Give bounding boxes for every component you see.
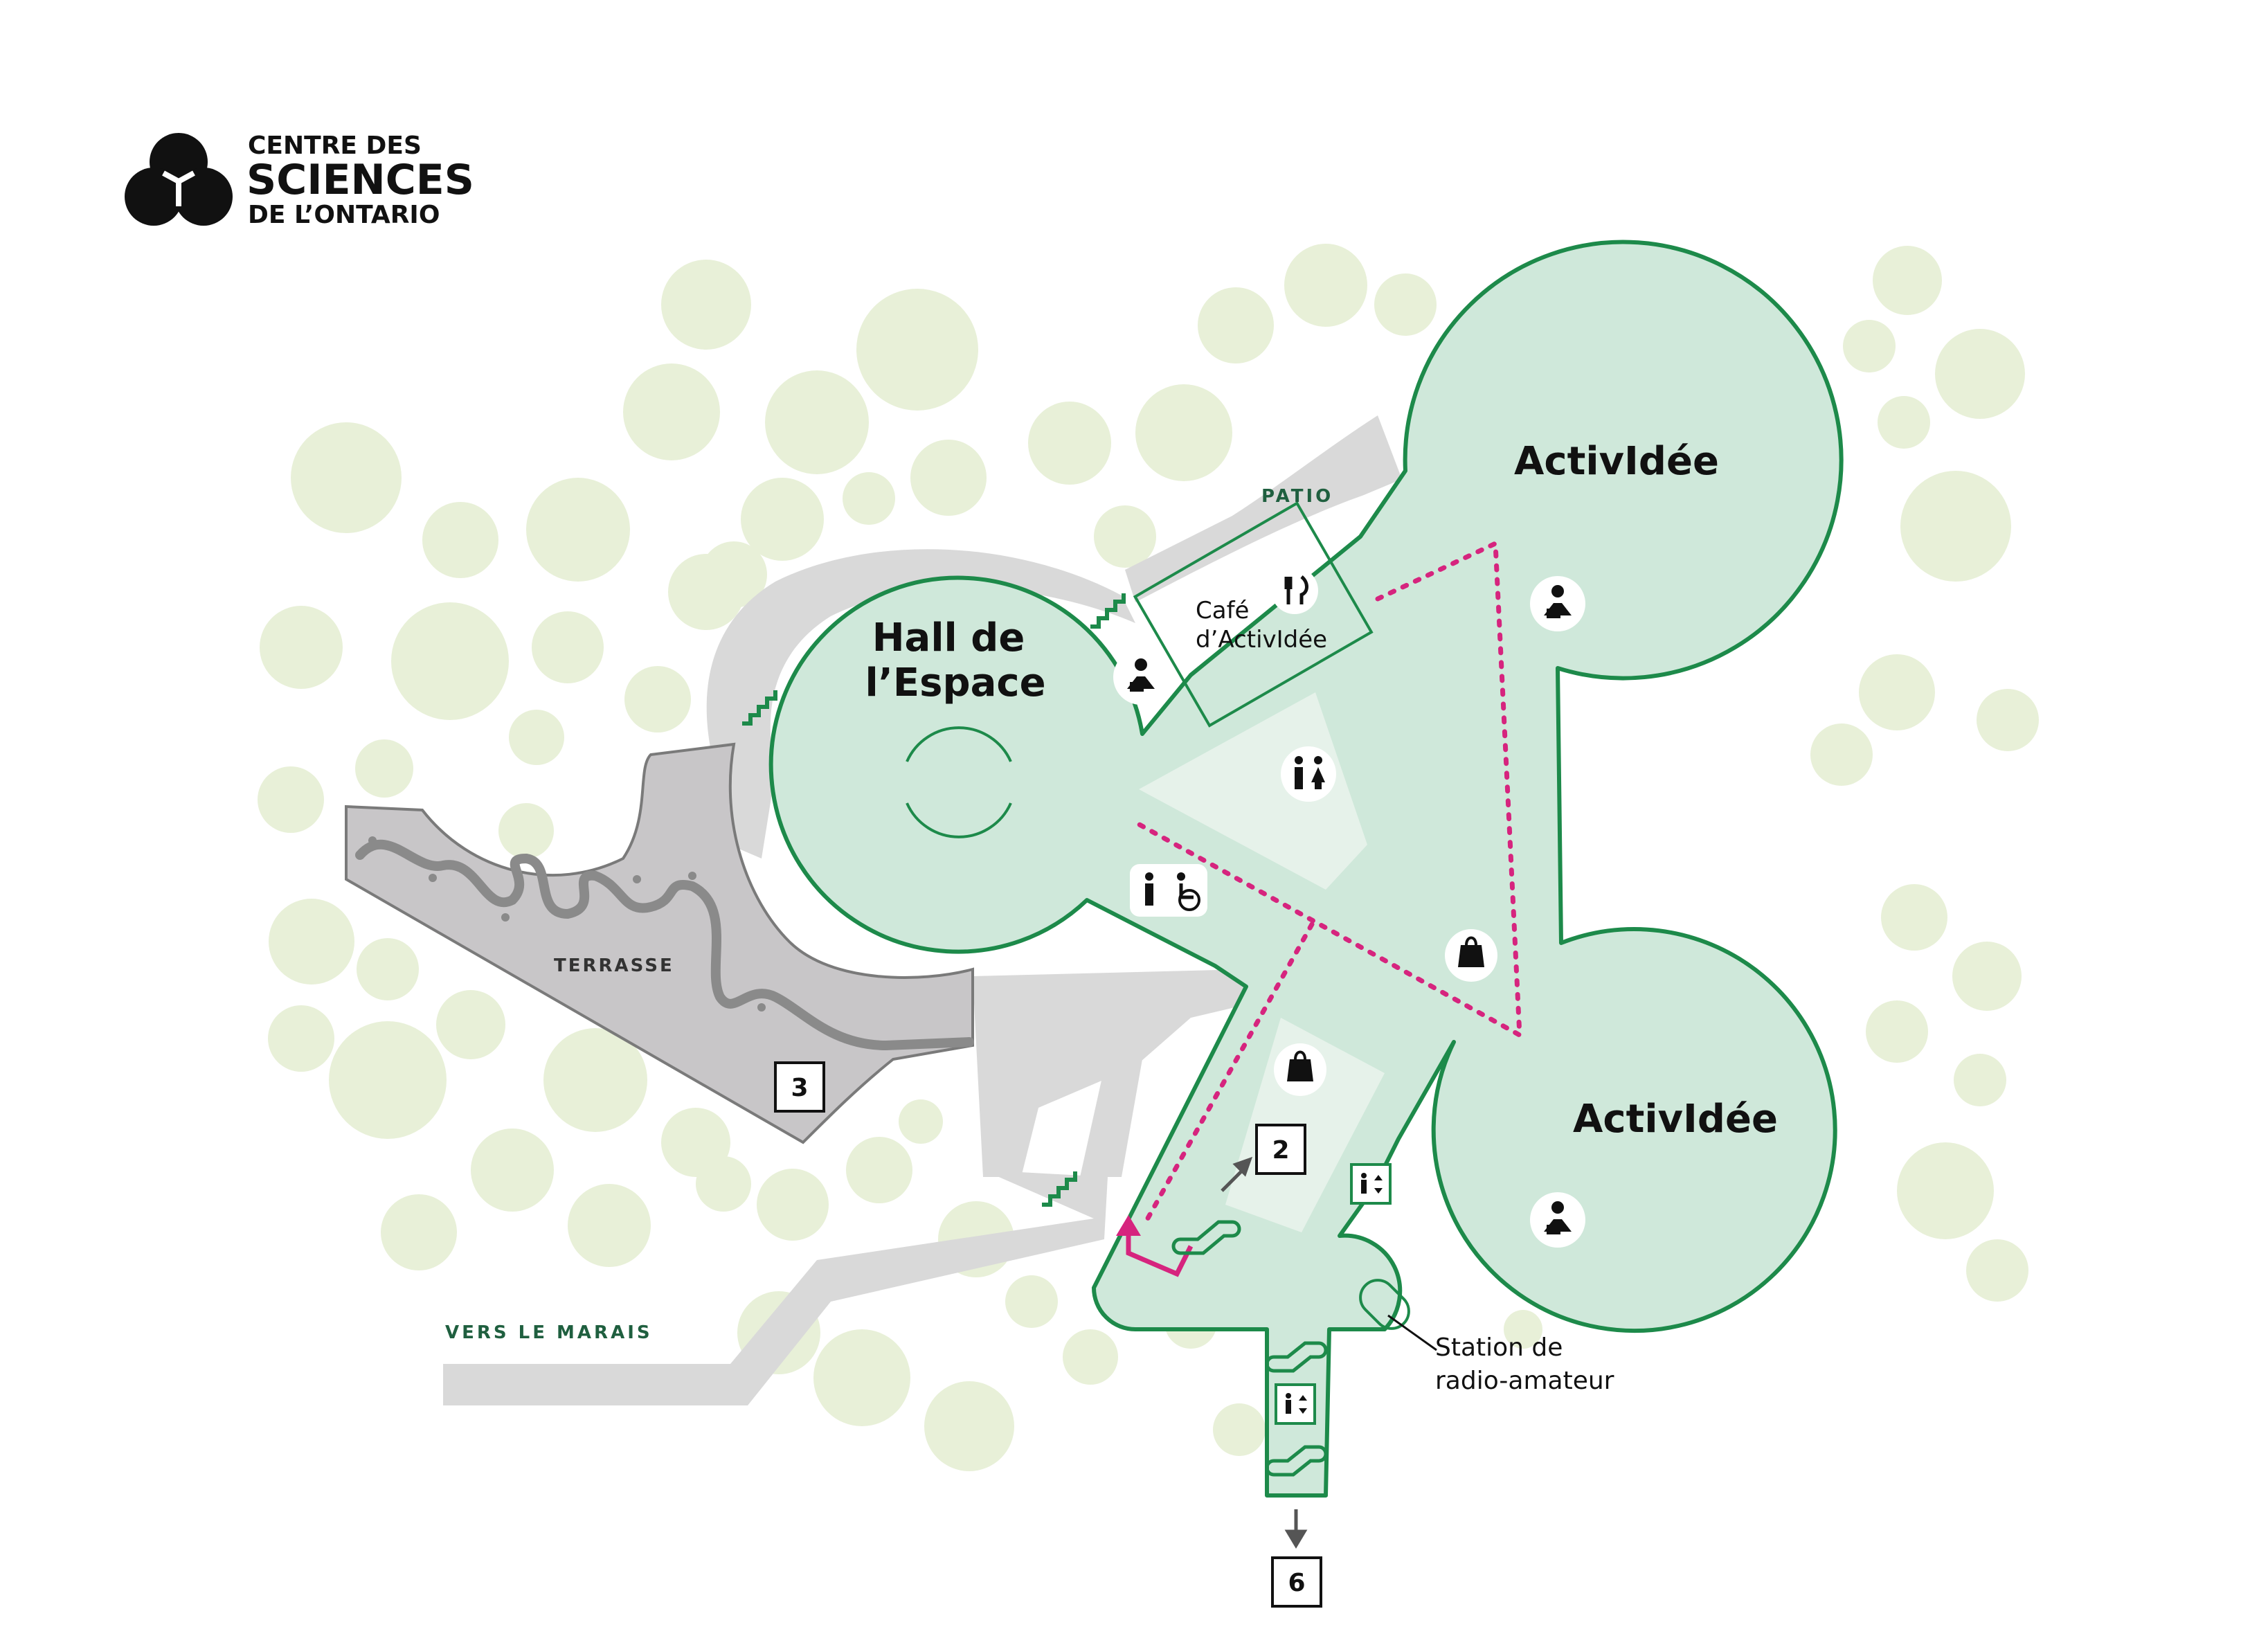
route-path	[1129, 539, 1522, 1225]
actividee-top-title: ActivIdée	[1514, 439, 1719, 484]
outdoor-paths	[443, 549, 1250, 1405]
actividee-bottom-title: ActivIdée	[1573, 1097, 1778, 1142]
escalator-icon	[1171, 1220, 1241, 1255]
fork-knife-icon	[1271, 567, 1318, 614]
terrace	[345, 742, 974, 1144]
cafe-room	[1133, 501, 1374, 728]
staff-icon	[1530, 576, 1585, 631]
svg-text:2: 2	[1272, 1136, 1289, 1165]
gift-bag-icon	[1445, 929, 1497, 982]
marsh-direction-label: VERS LE MARAIS	[445, 1322, 653, 1343]
you-are-here-arrow	[1116, 1215, 1194, 1277]
cafe-label: d’ActivIdée	[1196, 626, 1327, 654]
level-marker-3: 3	[774, 1061, 825, 1113]
stairs-icon	[1042, 1171, 1077, 1207]
stairs-icon	[742, 690, 777, 726]
radio-station-label: radio-amateur	[1435, 1367, 1614, 1395]
logo-line-1: CENTRE DES	[248, 132, 422, 160]
stairs-icon	[1090, 593, 1126, 629]
staff-icon	[1530, 1192, 1585, 1248]
level-marker-6: 6	[1271, 1556, 1322, 1608]
elevator-icon	[1350, 1163, 1392, 1205]
building	[768, 240, 1844, 1498]
logo: CENTRE DES SCIENCES DE L’ONTARIO	[125, 132, 474, 229]
gift-bag-icon	[1274, 1043, 1326, 1096]
up-arrow-icon	[1221, 1156, 1253, 1192]
patio-label: PATIO	[1261, 486, 1333, 507]
svg-text:3: 3	[791, 1074, 808, 1102]
elevator-icon	[1275, 1383, 1316, 1425]
escalator-icon	[1265, 1341, 1328, 1373]
hall-title: l’Espace	[865, 660, 1045, 705]
restroom-icon	[1281, 746, 1336, 802]
trees	[258, 244, 2039, 1471]
planetarium-ring	[906, 726, 1012, 838]
radio-station-label: Station de	[1435, 1333, 1563, 1362]
radio-station-marker	[1359, 1279, 1437, 1351]
svg-text:6: 6	[1288, 1569, 1305, 1597]
staff-icon	[1113, 649, 1169, 705]
patio-area	[1125, 415, 1402, 602]
down-arrow-icon	[1284, 1509, 1308, 1549]
hall-title: Hall de	[872, 615, 1025, 660]
logo-line-3: DE L’ONTARIO	[248, 201, 440, 229]
level-marker-2: 2	[1255, 1124, 1306, 1175]
accessible-restroom-icon	[1130, 864, 1207, 917]
logo-mark-icon	[125, 133, 233, 226]
terrace-label: TERRASSE	[554, 955, 674, 976]
escalator-icon	[1265, 1445, 1328, 1477]
logo-line-2: SCIENCES	[246, 156, 474, 204]
cafe-label: Café	[1196, 597, 1249, 624]
